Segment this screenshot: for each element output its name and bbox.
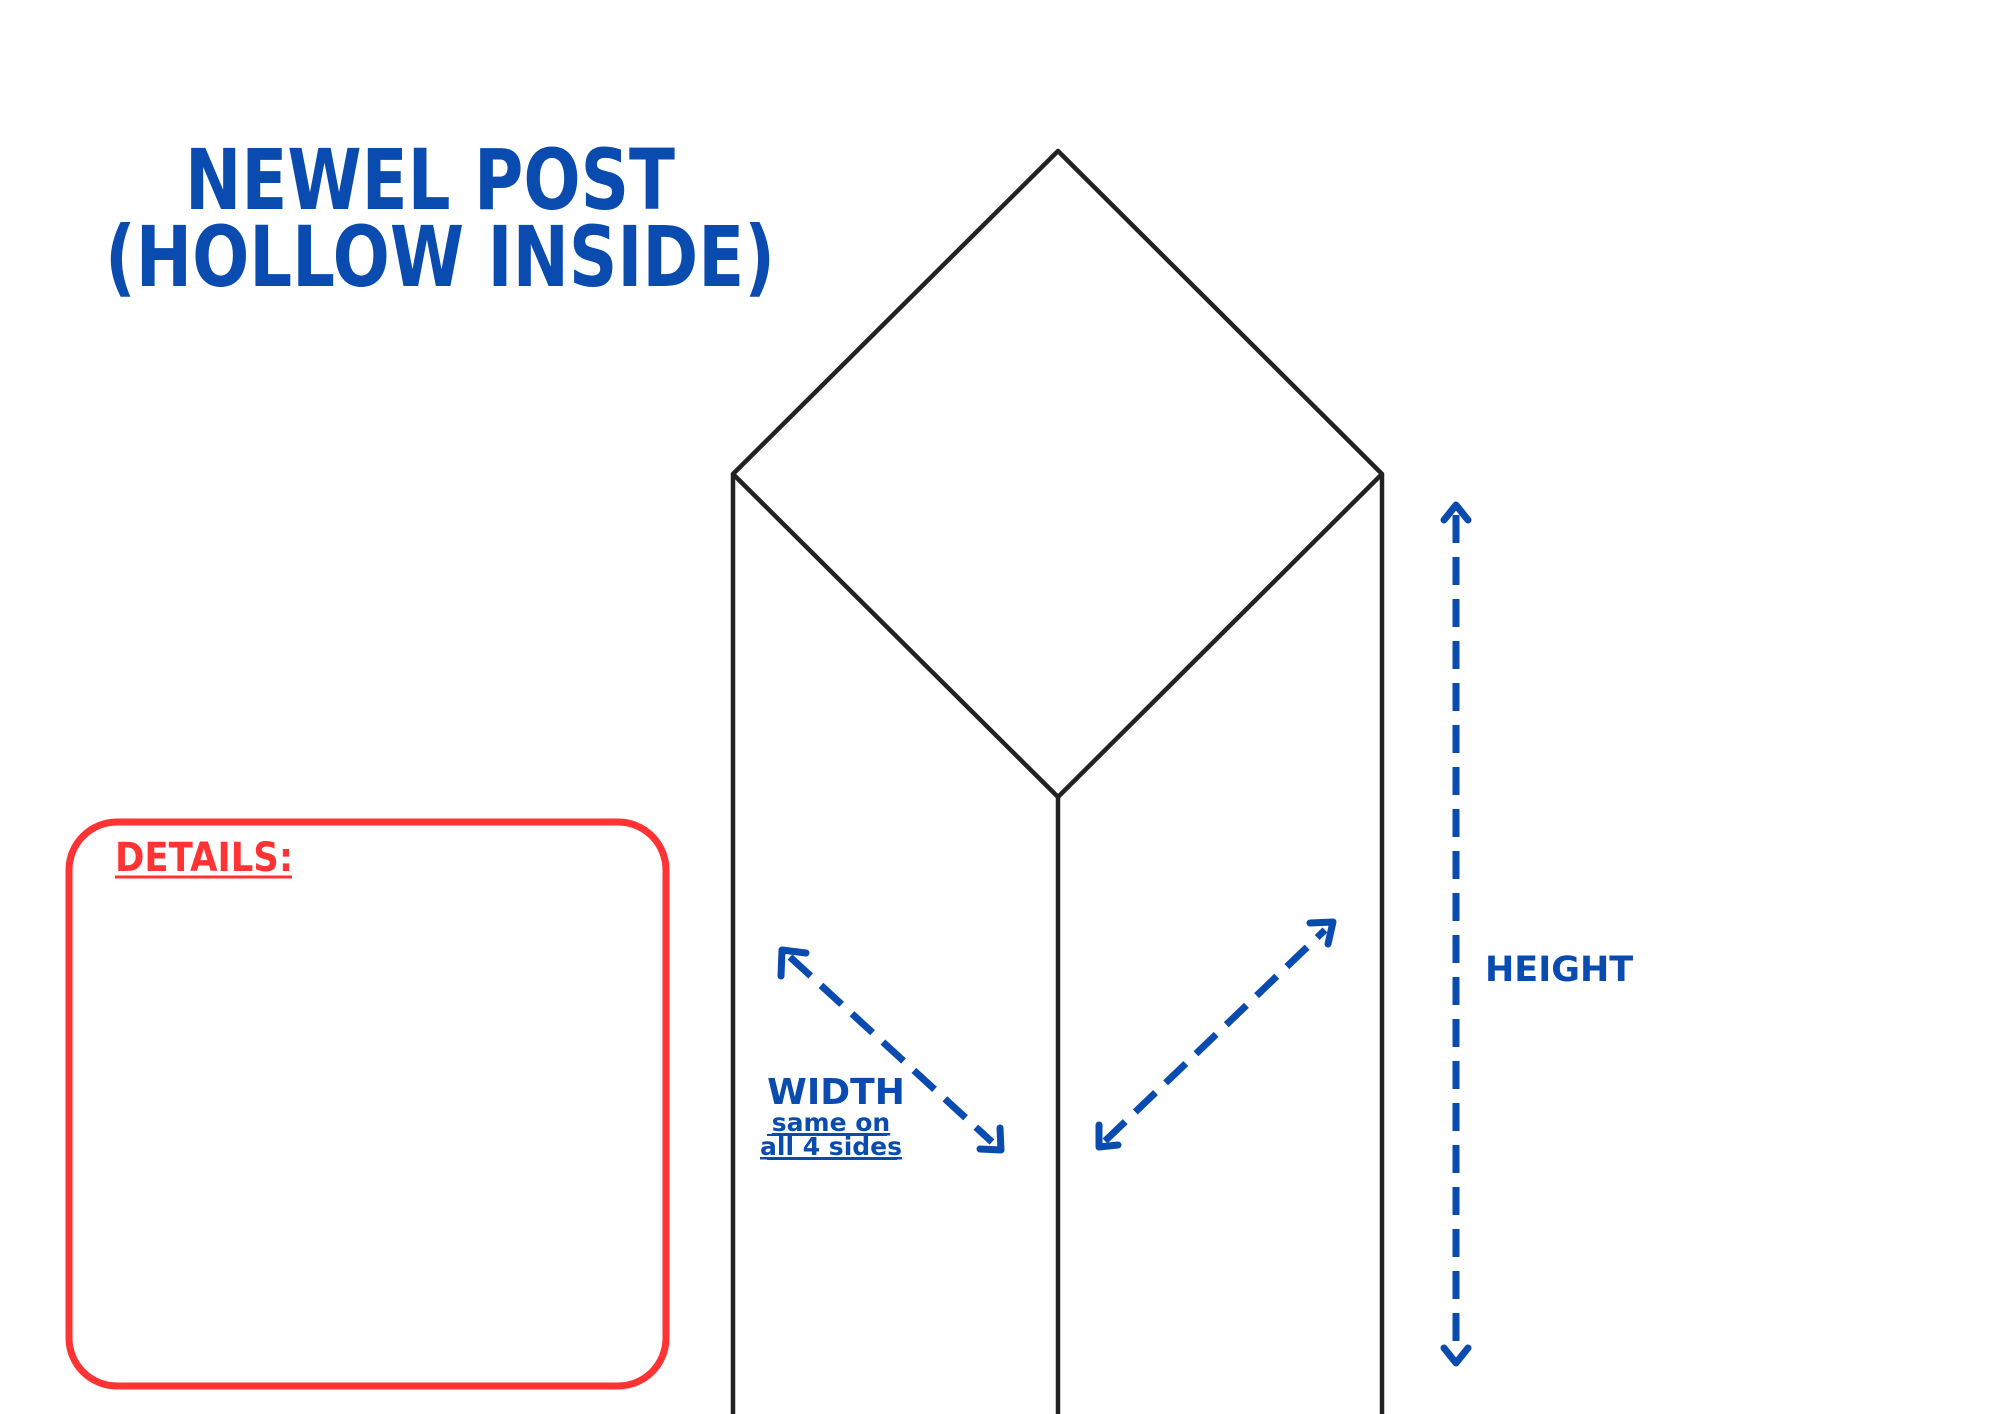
height-arrow [1440, 501, 1472, 1367]
newel-post-outline [730, 148, 1385, 1414]
height-label: HEIGHT [1485, 950, 1633, 990]
title-line-1: NEWEL POST [185, 131, 675, 229]
title-line-2: (HOLLOW INSIDE) [105, 208, 775, 306]
width-note-line-2: all 4 sides [760, 1132, 902, 1161]
width-note-line-1: same on [772, 1108, 890, 1137]
details-box [65, 818, 670, 1390]
post-top-diamond [730, 148, 1385, 800]
width-arrow-right [1095, 918, 1337, 1151]
details-label: DETAILS: [115, 835, 293, 881]
width-arrow-left [777, 946, 1005, 1154]
width-label: WIDTH [767, 1072, 905, 1113]
